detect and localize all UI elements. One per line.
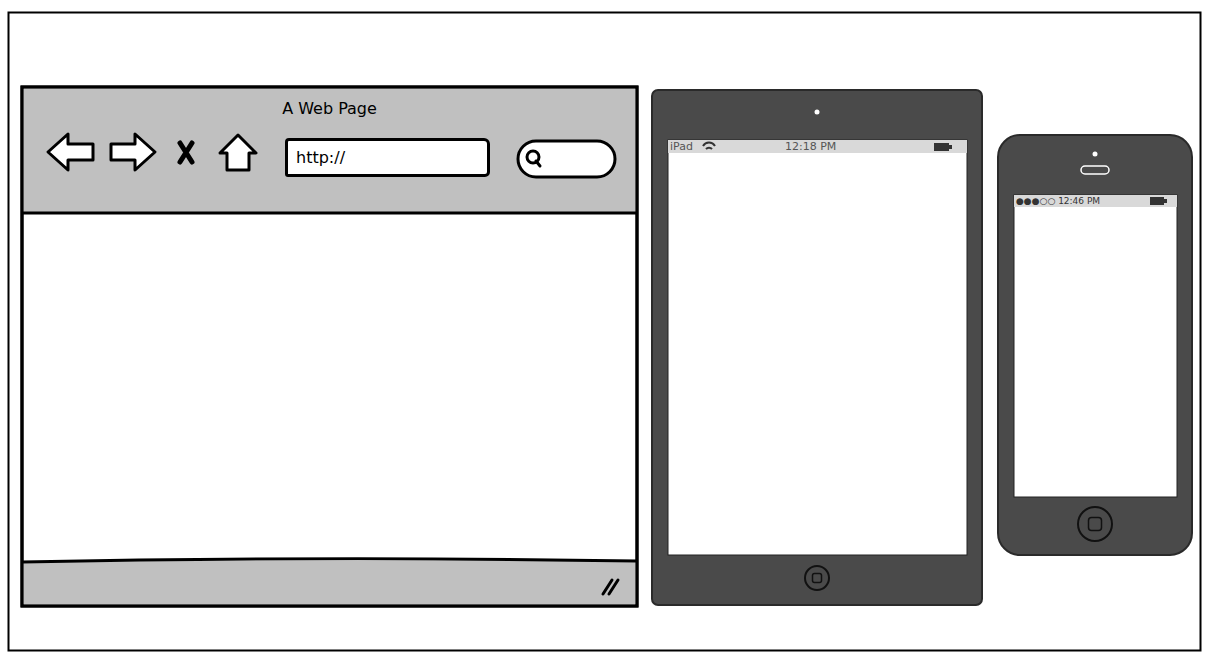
node-label: A Web Page <box>22 99 637 118</box>
tablet-device: iPad 12:18 PM <box>652 90 982 605</box>
tablet-device <box>652 90 982 605</box>
browser-window <box>22 87 637 606</box>
url-field: http:// <box>285 138 490 177</box>
phone-device: ●●●○○ 12:46 PM <box>998 135 1192 555</box>
node-label: http:// <box>296 148 345 167</box>
node-label: iPad <box>670 140 693 153</box>
page-frame <box>9 13 1201 651</box>
node-label: ●●●○○ 12:46 PM <box>1016 196 1100 207</box>
phone-device <box>998 135 1192 555</box>
node-label: 12:18 PM <box>785 140 836 153</box>
browser-window: A Web Page http:// <box>22 87 643 606</box>
